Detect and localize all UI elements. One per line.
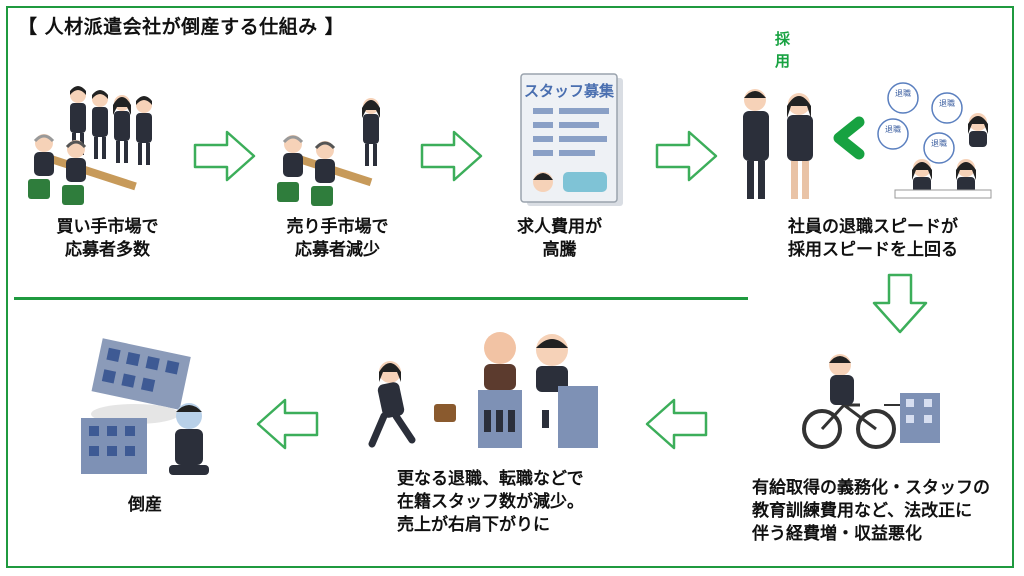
staff-leaving-illustration [368,332,598,448]
flow-arrow-right-icon [420,130,483,182]
caption-line: 有給取得の義務化・スタッフの [752,478,990,498]
flow-arrow-right-icon [193,130,256,182]
flow-arrow-right-icon [655,130,718,182]
retire-badge: 退職 [885,125,901,134]
poster-heading: スタッフ募集 [524,82,615,100]
caption-line: 倒産 [128,495,162,515]
caption-line: 更なる退職、転職などで [397,469,584,489]
running-employee [368,361,456,448]
hire-label-text: 採用 [775,30,791,70]
flow-arrow-down-icon [872,273,928,334]
caption-line: 売上が右肩下がりに [397,515,550,535]
caption-line: 求人費用が [517,217,602,237]
caption-line: 高騰 [542,240,577,260]
caption-line: 売り手市場で [286,217,389,237]
caption-line: 在籍スタッフ数が減少。 [397,492,584,512]
handshake-figures [743,89,813,199]
caption-line: 伴う経費増・収益悪化 [752,524,922,544]
caption-line: 応募者減少 [295,240,380,260]
step-2-caption: 売り手市場で 応募者減少 [265,216,410,262]
handshake-vs-resign-illustration: 退職 退職 退職 退職 [743,82,992,199]
caption-line: 教育訓練費用など、法改正に [752,501,973,521]
retire-badge: 退職 [939,99,955,108]
few-applicants-illustration [277,98,380,206]
despairing-man [169,403,209,475]
cyclist-pulling-building-illustration [802,354,940,449]
step-7-caption: 倒産 [100,494,190,517]
recruitment-poster-illustration: スタッフ募集 [520,73,623,206]
flow-arrow-left-icon [645,398,708,450]
diagram-border [6,6,1014,568]
retire-badge: 退職 [931,139,947,148]
flow-arrow-left-icon [256,398,319,450]
step-4-caption: 社員の退職スピードが 採用スピードを上回る [768,216,978,262]
step-6-caption: 更なる退職、転職などで 在籍スタッフ数が減少。 売上が右肩下がりに [397,468,584,537]
caption-line: 応募者多数 [65,240,150,260]
resigning-staff-group: 退職 退職 退職 退職 [877,82,992,199]
caption-line: 採用スピードを上回る [788,240,958,260]
caption-line: 社員の退職スピードが [788,217,958,237]
chevron-left-icon [833,116,865,160]
step-5-caption: 有給取得の義務化・スタッフの 教育訓練費用など、法改正に 伴う経費増・収益悪化 [752,477,990,546]
row-divider [14,297,748,300]
retire-badge: 退職 [895,89,911,98]
hire-label: 採用 [775,28,790,72]
interviewer-figures [28,134,137,205]
step-1-caption: 買い手市場で 応募者多数 [30,216,185,262]
many-applicants-illustration [28,86,152,205]
collapsing-building-illustration [81,338,209,475]
step-3-caption: 求人費用が 高騰 [497,216,622,262]
upset-managers [478,332,598,448]
diagram-title: 【 人材派遣会社が倒産する仕組み 】 [18,16,345,38]
caption-line: 買い手市場で [56,217,159,237]
